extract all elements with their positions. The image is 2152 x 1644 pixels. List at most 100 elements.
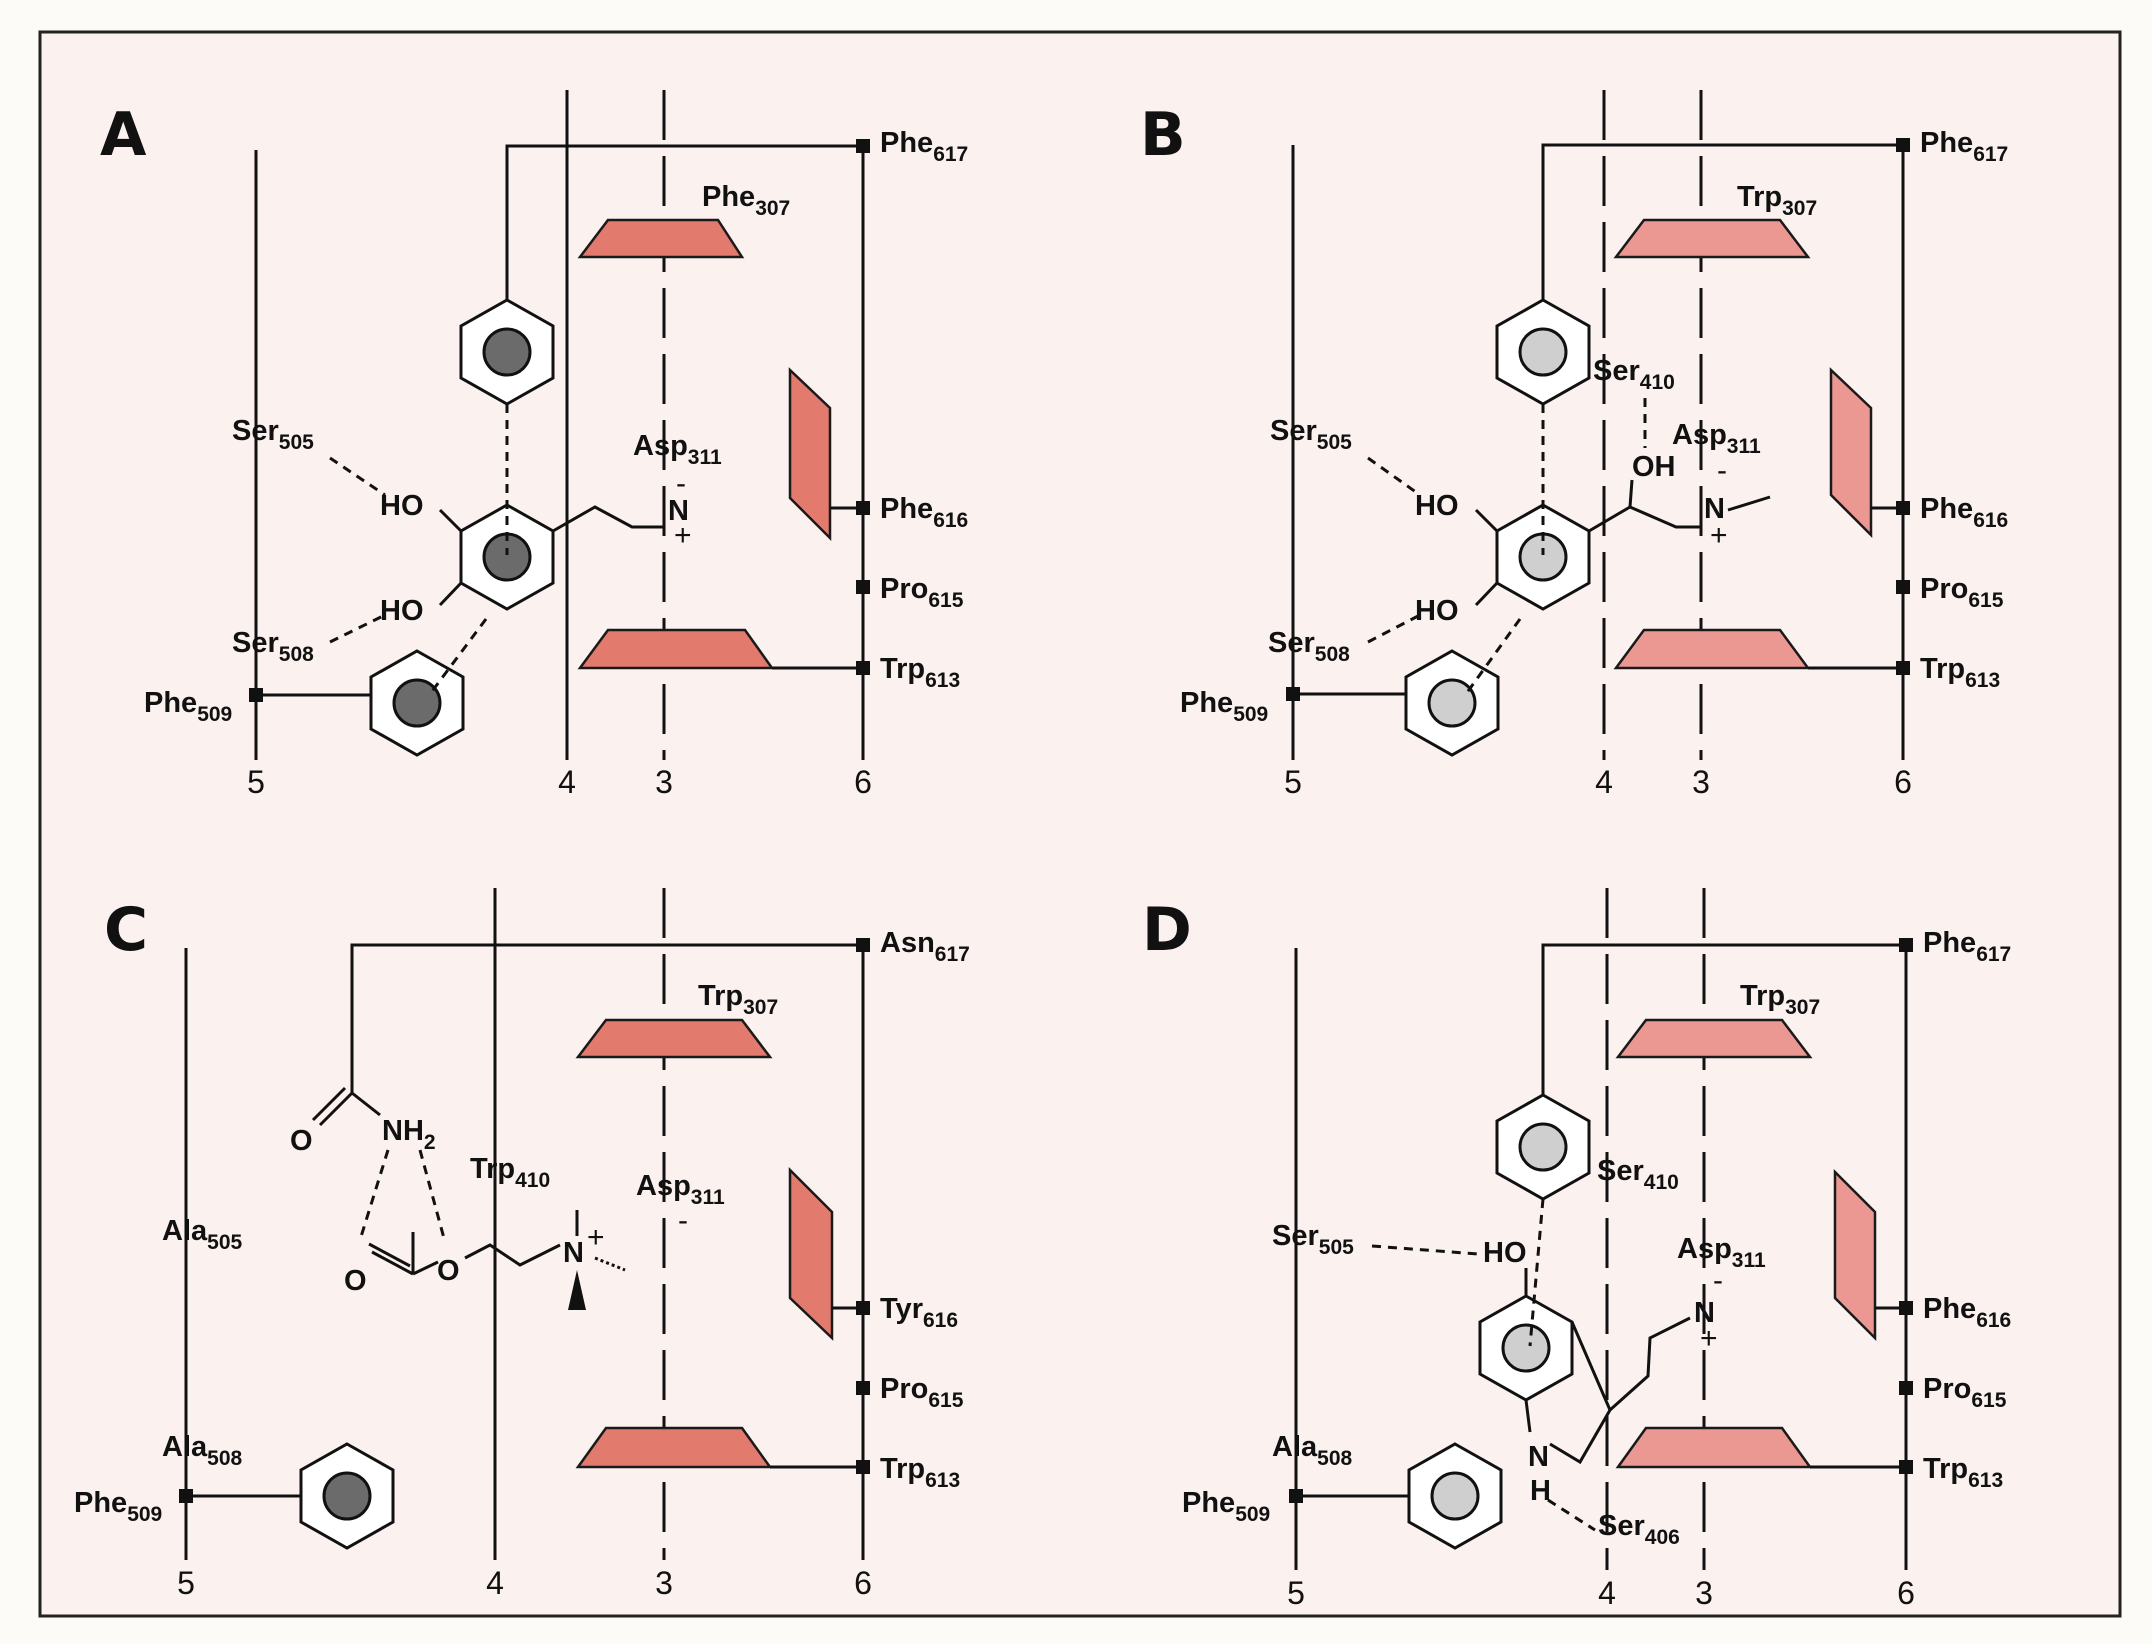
panel-b: B 5 4 3 6 HO HO OH N (1140, 90, 2008, 800)
ligand-amine-n: N (1694, 1297, 1715, 1329)
label-pro615: Pro615 (880, 1373, 964, 1412)
phe616-slab (788, 367, 832, 542)
helix-5-label: 5 (1284, 764, 1302, 800)
asp311-charge: - (678, 1204, 688, 1237)
amide-nh2: NH2 (382, 1115, 436, 1154)
acetyl-carbonyl (371, 1250, 414, 1276)
tyr616-slab (788, 1166, 834, 1341)
label-trp613: Trp613 (880, 1453, 960, 1492)
ligand-ho: HO (1483, 1237, 1527, 1269)
label-trp613: Trp613 (1920, 653, 2000, 692)
label-phe617: Phe617 (1920, 127, 2008, 166)
ester-carbonyl-o: O (344, 1265, 367, 1297)
n-methyl-hash (594, 1256, 626, 1272)
asp311-charge: - (1713, 1264, 1723, 1297)
phe617-sidechain-bond (1541, 943, 1906, 1095)
amide-c-o-double (311, 1086, 347, 1122)
trp613-slab (1615, 1426, 1813, 1469)
label-trp613: Trp613 (1923, 1453, 2003, 1492)
trp613-slab (1613, 628, 1811, 670)
label-ala508: Ala508 (162, 1431, 242, 1470)
acetyl-carbonyl-double (368, 1242, 411, 1268)
phe616-slab (1833, 1168, 1877, 1342)
phe617-pi-cloud (1518, 1122, 1568, 1172)
indole-nh-bond (1524, 1399, 1532, 1433)
pro615-node (856, 1381, 870, 1395)
phe616-slab (1829, 367, 1873, 539)
ligand-amine-n: N (1704, 493, 1725, 525)
phe509-node (249, 688, 263, 702)
label-pro615: Pro615 (880, 573, 964, 612)
label-trp410: Trp410 (470, 1153, 550, 1192)
quaternary-charge: + (587, 1221, 605, 1254)
indole-h: H (1530, 1475, 1551, 1507)
label-phe509: Phe509 (1182, 1487, 1270, 1526)
label-pro615: Pro615 (1920, 573, 2004, 612)
label-asp311: Asp311 (633, 430, 722, 469)
helix-5-label: 5 (247, 764, 265, 800)
label-ser410: Ser410 (1597, 1155, 1679, 1194)
label-asp311: Asp311 (1677, 1233, 1766, 1272)
pro615-node (856, 580, 870, 594)
amide-c-n-bond (351, 1091, 381, 1117)
label-phe617: Phe617 (1923, 927, 2011, 966)
panel-a-letter: A (100, 100, 147, 170)
panel-b-letter: B (1140, 100, 1186, 170)
phe617-node (1896, 138, 1910, 152)
trp307-slab (575, 1018, 773, 1059)
helix-6-label: 6 (1894, 764, 1912, 800)
helix-5-label: 5 (177, 1565, 195, 1601)
pro615-node (1899, 1381, 1913, 1395)
helix-3-label: 3 (1692, 764, 1710, 800)
phe616-node (1896, 501, 1910, 515)
helix-6-label: 6 (854, 1565, 872, 1601)
label-trp307: Trp307 (698, 980, 778, 1019)
helix-6-label: 6 (1897, 1575, 1915, 1611)
label-phe617: Phe617 (880, 127, 968, 166)
hbond-ser505 (1367, 456, 1421, 497)
ethylamine-chain (1608, 1316, 1691, 1412)
panel-c: C 5 4 3 6 O NH2 (74, 888, 970, 1601)
phe509-node (179, 1489, 193, 1503)
choline-chain (464, 1243, 561, 1267)
phe509-pi-cloud (322, 1471, 372, 1521)
ligand-ho1: HO (1415, 490, 1459, 522)
label-phe616: Phe616 (1920, 493, 2008, 532)
ethanolamine-chain (1588, 505, 1700, 533)
ester-o: O (437, 1255, 460, 1287)
phe616-node (856, 501, 870, 515)
ho2-bond (438, 581, 463, 607)
label-ser508: Ser508 (232, 627, 314, 666)
oh-bond (1628, 479, 1634, 508)
label-ser410: Ser410 (1593, 355, 1675, 394)
ligand-ho2: HO (1415, 595, 1459, 627)
n-methyl-bond (1727, 495, 1771, 512)
helix-3-label: 3 (655, 764, 673, 800)
ho2-bond (1474, 581, 1499, 607)
trp613-slab (575, 1426, 773, 1469)
trp613-node (1896, 661, 1910, 675)
helix-3-label: 3 (655, 1565, 673, 1601)
quaternary-n: N (563, 1237, 584, 1269)
label-ser406: Ser406 (1598, 1510, 1680, 1549)
trp307-slab (1613, 218, 1811, 259)
ho1-bond (1474, 508, 1499, 533)
helix-4-label: 4 (1598, 1575, 1616, 1611)
label-phe616: Phe616 (1923, 1293, 2011, 1332)
label-phe509: Phe509 (1180, 687, 1268, 726)
label-ser505: Ser505 (232, 415, 314, 454)
helix-3-label: 3 (1695, 1575, 1713, 1611)
label-phe509: Phe509 (144, 687, 232, 726)
tyr616-node (856, 1301, 870, 1315)
asn617-node (856, 938, 870, 952)
pi-stack-phe617 (1528, 1198, 1545, 1347)
ligand-oh: OH (1632, 451, 1676, 483)
amide-o: O (290, 1125, 313, 1157)
phe509-node (1289, 1489, 1303, 1503)
label-phe509: Phe509 (74, 1487, 162, 1526)
trp613-node (856, 661, 870, 675)
helix-4-label: 4 (558, 764, 576, 800)
hbond-ser505 (1371, 1244, 1479, 1256)
label-phe616: Phe616 (880, 493, 968, 532)
